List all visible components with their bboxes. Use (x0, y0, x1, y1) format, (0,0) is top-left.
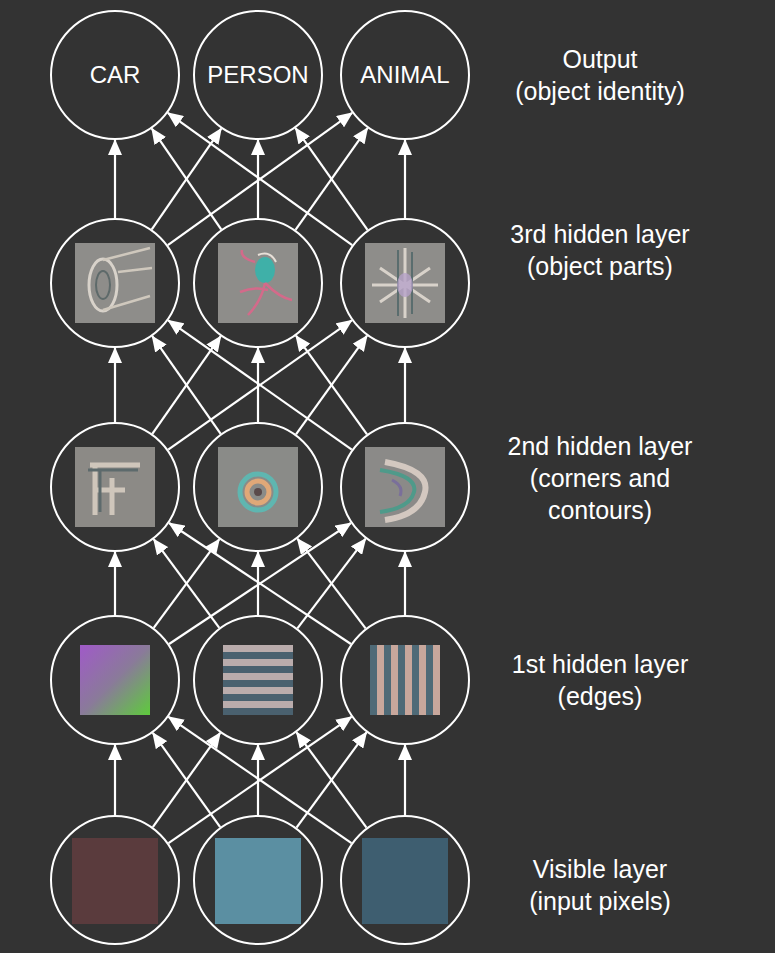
pixel-swatch (362, 838, 448, 924)
part-filter (218, 243, 298, 323)
pixel-swatch (72, 838, 158, 924)
layer-label: 3rd hidden layer (object parts) (475, 218, 725, 282)
edge-filter (80, 645, 150, 715)
connection-arrow (404, 140, 406, 218)
connection-arrow (168, 320, 352, 449)
edge-filter (370, 645, 440, 715)
hidden-unit (50, 615, 180, 745)
connection-arrow (154, 539, 220, 628)
edge-filter (80, 645, 150, 715)
connection-arrow (153, 733, 220, 827)
part-filter (365, 243, 445, 323)
connection-arrow (168, 113, 352, 245)
pixel-swatch (215, 838, 301, 924)
hidden-unit (50, 422, 180, 552)
connection-arrow (404, 745, 406, 815)
hidden-unit (193, 218, 323, 348)
connection-arrow (168, 320, 352, 449)
layer-label: 1st hidden layer (edges) (475, 648, 725, 712)
connection-arrow (296, 128, 368, 230)
connection-arrow (169, 523, 351, 644)
connection-arrow (114, 140, 116, 218)
hidden-unit (340, 218, 470, 348)
input-unit (50, 815, 180, 945)
class-label: PERSON (207, 61, 308, 89)
hidden-unit (50, 218, 180, 348)
contour-filter (75, 447, 155, 527)
connection-arrow (114, 552, 116, 615)
layer-label: Visible layer (input pixels) (475, 853, 725, 917)
class-label: CAR (90, 61, 141, 89)
connection-arrow (404, 348, 406, 422)
connection-arrow (114, 745, 116, 815)
connection-arrow (114, 348, 116, 422)
class-label: ANIMAL (360, 61, 449, 89)
connection-arrow (169, 523, 351, 644)
connection-arrow (404, 552, 406, 615)
connection-arrow (154, 539, 220, 628)
input-unit (193, 815, 323, 945)
output-unit: PERSON (193, 10, 323, 140)
connection-arrow (296, 336, 367, 435)
contour-filter (218, 447, 298, 527)
connection-arrow (296, 336, 367, 435)
part-filter (75, 243, 155, 323)
connection-arrow (169, 717, 352, 843)
connection-arrow (168, 113, 352, 245)
edge-filter (223, 645, 293, 715)
layer-label: Output (object identity) (475, 43, 725, 107)
input-unit (340, 815, 470, 945)
connection-arrow (296, 128, 368, 230)
hidden-unit (193, 615, 323, 745)
connection-arrow (297, 539, 365, 629)
connection-arrow (297, 732, 367, 827)
hidden-unit (340, 422, 470, 552)
contour-filter (365, 447, 445, 527)
hidden-unit (340, 615, 470, 745)
output-unit: ANIMAL (340, 10, 470, 140)
connection-arrow (153, 733, 220, 827)
connection-arrow (169, 717, 352, 843)
hidden-unit (193, 422, 323, 552)
output-unit: CAR (50, 10, 180, 140)
layer-label: 2nd hidden layer (corners and contours) (475, 430, 725, 526)
